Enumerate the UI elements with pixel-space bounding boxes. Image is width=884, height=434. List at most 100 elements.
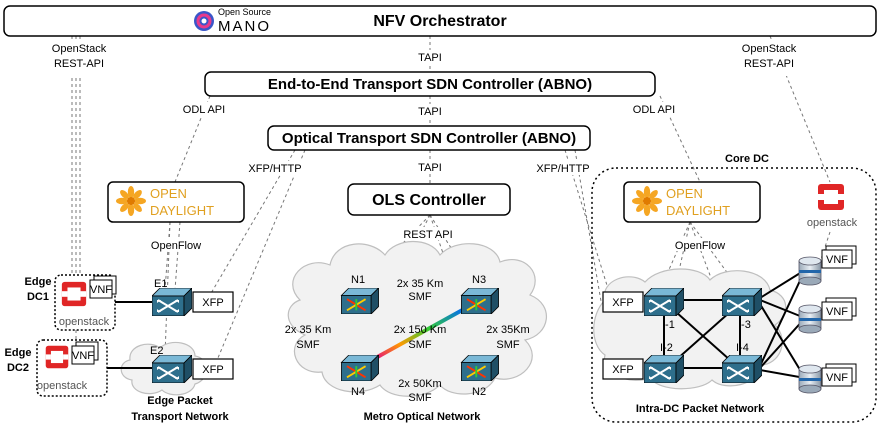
tapi-label-3: TAPI	[418, 162, 442, 174]
switch-i3-icon	[722, 288, 762, 316]
odl-daylight-text: DAYLIGHT	[150, 203, 214, 218]
server-icon	[798, 304, 822, 334]
core-openstack: openstack	[807, 184, 858, 229]
edge-dc1-label-2: DC1	[27, 291, 49, 303]
edge-dc1: openstack VNF	[54, 274, 117, 331]
xfp-e1	[192, 291, 234, 313]
metro-cloud	[287, 240, 547, 397]
core-server-1: VNF	[798, 245, 857, 286]
link-top-label-2: SMF	[408, 291, 432, 303]
openstack-api-right-line1: OpenStack	[742, 43, 797, 55]
odl-api-left: ODL API	[183, 104, 225, 116]
metro-network-label: Metro Optical Network	[364, 411, 482, 423]
odl-daylight-text: DAYLIGHT	[666, 203, 730, 218]
switch-i2-icon	[644, 355, 684, 383]
link-right-label-2: SMF	[496, 339, 520, 351]
nfv-orchestrator: Open Source MANO NFV Orchestrator	[3, 5, 877, 37]
switch-i3-label: I-3	[738, 319, 751, 331]
link-left-label-2: SMF	[296, 339, 320, 351]
switch-e1-icon	[152, 288, 192, 316]
switch-i1-label: I-1	[662, 319, 675, 331]
osm-logo-bottom-text: MANO	[218, 18, 271, 35]
tapi-label-1: TAPI	[418, 52, 442, 64]
osm-logo-top-text: Open Source	[218, 7, 271, 17]
roadm-n3-icon	[460, 288, 500, 314]
roadm-n4-label: N4	[351, 386, 365, 398]
edge-dc1-label-1: Edge	[25, 276, 52, 288]
osm-logo-icon	[194, 11, 214, 31]
openstack-text: openstack	[807, 217, 858, 229]
roadm-n4-icon	[340, 355, 380, 381]
odl-left: OPEN DAYLIGHT	[107, 181, 245, 223]
odl-right: OPEN DAYLIGHT	[623, 181, 761, 223]
e2e-controller-title: End-to-End Transport SDN Controller (ABN…	[268, 76, 592, 93]
switch-e2-label: E2	[150, 345, 163, 357]
switch-i4-icon	[722, 355, 762, 383]
edge-dc2-label-2: DC2	[7, 362, 29, 374]
link-bottom-label-2: SMF	[408, 392, 432, 404]
vnf-label: VNF	[826, 306, 848, 318]
optical-controller-title: Optical Transport SDN Controller (ABNO)	[282, 130, 576, 147]
core-server-3: VNF	[798, 363, 857, 394]
openstack-api-left-line1: OpenStack	[52, 43, 107, 55]
link-right-label-1: 2x 35Km	[486, 324, 529, 336]
openstack-api-right-line2: REST-API	[744, 58, 794, 70]
openstack-logo-icon	[61, 281, 87, 307]
roadm-n3-label: N3	[472, 274, 486, 286]
nfvo-title: NFV Orchestrator	[373, 13, 506, 30]
xfp-core-top	[602, 291, 644, 313]
edge-network-label-1: Edge Packet	[147, 395, 213, 407]
ols-controller: OLS Controller	[347, 183, 511, 216]
roadm-n1-icon	[340, 288, 380, 314]
openstack-text: openstack	[59, 316, 110, 328]
server-icon	[798, 256, 822, 286]
xfp-e2-label: XFP	[202, 364, 223, 376]
xfp-core-bottom-label: XFP	[612, 364, 633, 376]
switch-i4-label: I-4	[736, 342, 749, 354]
vnf-label: VNF	[72, 350, 94, 362]
link-top-label-1: 2x 35 Km	[397, 278, 443, 290]
core-dc-region	[591, 167, 877, 423]
xfp-e2	[192, 358, 234, 380]
link-diag-label-1: 2x 150 Km	[394, 324, 447, 336]
core-server-2: VNF	[798, 297, 857, 334]
core-links	[663, 269, 806, 379]
vnf-label: VNF	[826, 254, 848, 266]
vnf-label: VNF	[90, 284, 112, 296]
openflow-right: OpenFlow	[675, 240, 725, 252]
e2e-transport-controller: End-to-End Transport SDN Controller (ABN…	[204, 71, 656, 97]
ols-controller-title: OLS Controller	[372, 192, 486, 209]
switch-i2-label: I-2	[660, 342, 673, 354]
optical-transport-controller: Optical Transport SDN Controller (ABNO)	[267, 125, 591, 151]
openstack-api-left-line2: REST-API	[54, 58, 104, 70]
switch-e2-icon	[152, 355, 192, 383]
roadm-n1-label: N1	[351, 274, 365, 286]
rest-api-label: REST API	[403, 229, 452, 241]
link-bottom-label-1: 2x 50Km	[398, 378, 441, 390]
optical-links	[233, 298, 603, 370]
odl-open-text: OPEN	[666, 186, 703, 201]
odl-api-right: ODL API	[633, 104, 675, 116]
switch-e1-label: E1	[154, 278, 167, 290]
vnf-label: VNF	[826, 372, 848, 384]
xfp-e1-label: XFP	[202, 297, 223, 309]
openstack-logo-icon	[818, 184, 844, 210]
link-diag-label-2: SMF	[408, 339, 432, 351]
link-left-label-1: 2x 35 Km	[285, 324, 331, 336]
xfp-http-left: XFP/HTTP	[248, 163, 301, 175]
edge-dc2-label-1: Edge	[5, 347, 32, 359]
server-icon	[798, 364, 822, 394]
openstack-logo-icon	[45, 345, 69, 369]
openstack-text: openstack	[37, 380, 88, 392]
xfp-core-bottom	[602, 358, 644, 380]
core-dc-label: Core DC	[725, 153, 769, 165]
roadm-n2-label: N2	[472, 386, 486, 398]
tapi-label-2: TAPI	[418, 106, 442, 118]
xfp-http-right: XFP/HTTP	[536, 163, 589, 175]
intra-dc-network-label: Intra-DC Packet Network	[636, 403, 765, 415]
edge-network-label-2: Transport Network	[131, 411, 229, 423]
switch-i1-icon	[644, 288, 684, 316]
edge-dc2: openstack VNF	[36, 339, 108, 397]
odl-open-text: OPEN	[150, 186, 187, 201]
